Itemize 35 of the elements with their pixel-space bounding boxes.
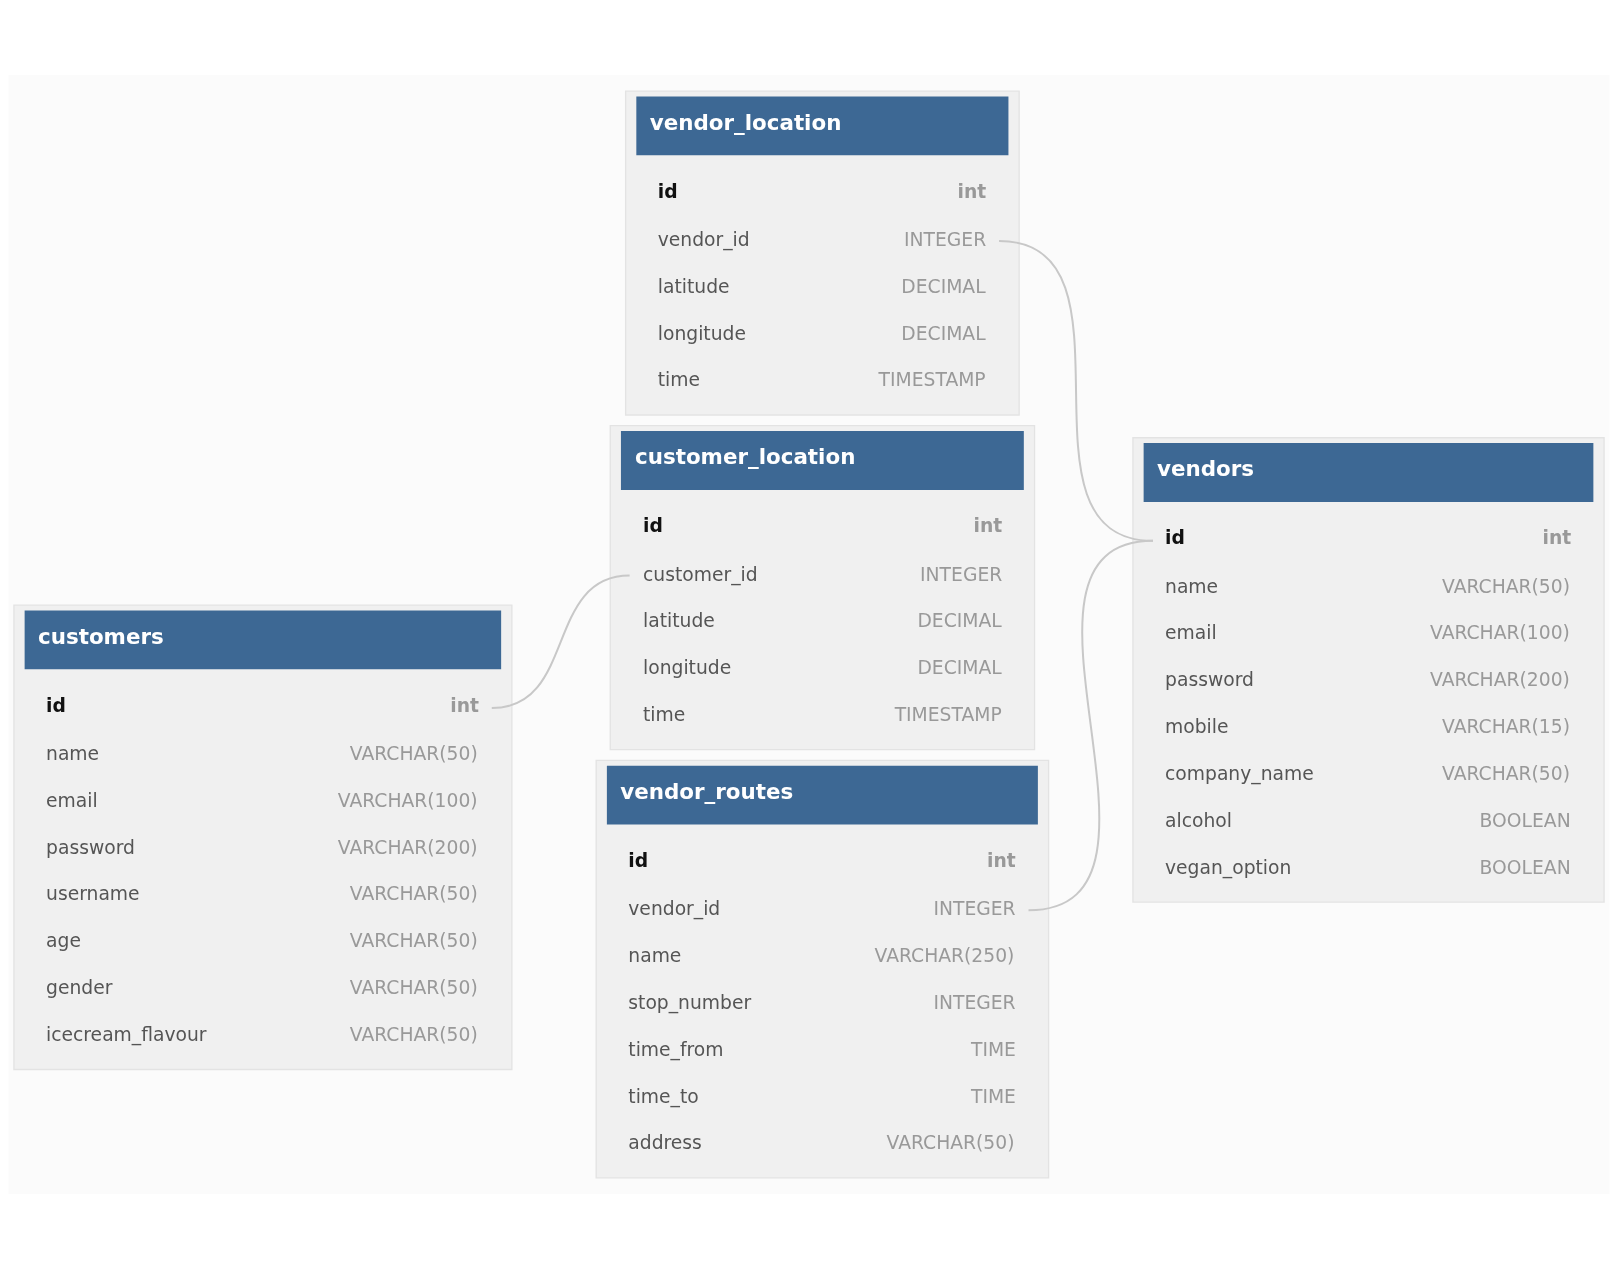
node-text: vendor_id INTEGER: [657, 228, 987, 250]
node-text: longitude DECIMAL: [657, 322, 986, 344]
node-text: icecream_flavour VARCHAR(50): [46, 1023, 478, 1045]
node-text: name VARCHAR(50): [1165, 575, 1570, 597]
node-text: name VARCHAR(50): [46, 742, 478, 764]
node-text: id int: [1165, 526, 1572, 548]
node-text: id int: [643, 514, 1003, 536]
node-text: name VARCHAR(250): [628, 944, 1015, 966]
node-text: vendor_id INTEGER: [628, 897, 1016, 919]
node-text: time_to TIME: [628, 1085, 1016, 1107]
node-text: latitude DECIMAL: [657, 275, 986, 297]
node-text: username VARCHAR(50): [46, 882, 478, 904]
node-text: company_name VARCHAR(50): [1165, 762, 1570, 784]
node-text: age VARCHAR(50): [46, 929, 478, 951]
node-text: time_from TIME: [628, 1038, 1016, 1060]
node-text: vegan_option BOOLEAN: [1165, 856, 1571, 878]
node-text: password VARCHAR(200): [46, 836, 478, 858]
node-text: longitude DECIMAL: [643, 656, 1002, 678]
node-text: time TIMESTAMP: [657, 368, 986, 390]
node-text: latitude DECIMAL: [643, 609, 1002, 631]
node-text: id int: [628, 849, 1016, 871]
node-text: id int: [46, 694, 479, 716]
node-text: mobile VARCHAR(15): [1165, 715, 1570, 737]
node-text: id int: [657, 180, 987, 202]
connector: [1028, 539, 1154, 911]
node-text: time TIMESTAMP: [643, 703, 1002, 725]
node-text: email VARCHAR(100): [1165, 621, 1570, 643]
node-text: customer_id INTEGER: [643, 563, 1003, 585]
node-text: email VARCHAR(100): [46, 789, 478, 811]
node-text: password VARCHAR(200): [1165, 668, 1570, 690]
node-text: alcohol BOOLEAN: [1165, 809, 1571, 831]
connector: [491, 574, 630, 709]
node-text: gender VARCHAR(50): [46, 976, 478, 998]
node-text: address VARCHAR(50): [628, 1131, 1015, 1153]
node-text: stop_number INTEGER: [628, 991, 1016, 1013]
